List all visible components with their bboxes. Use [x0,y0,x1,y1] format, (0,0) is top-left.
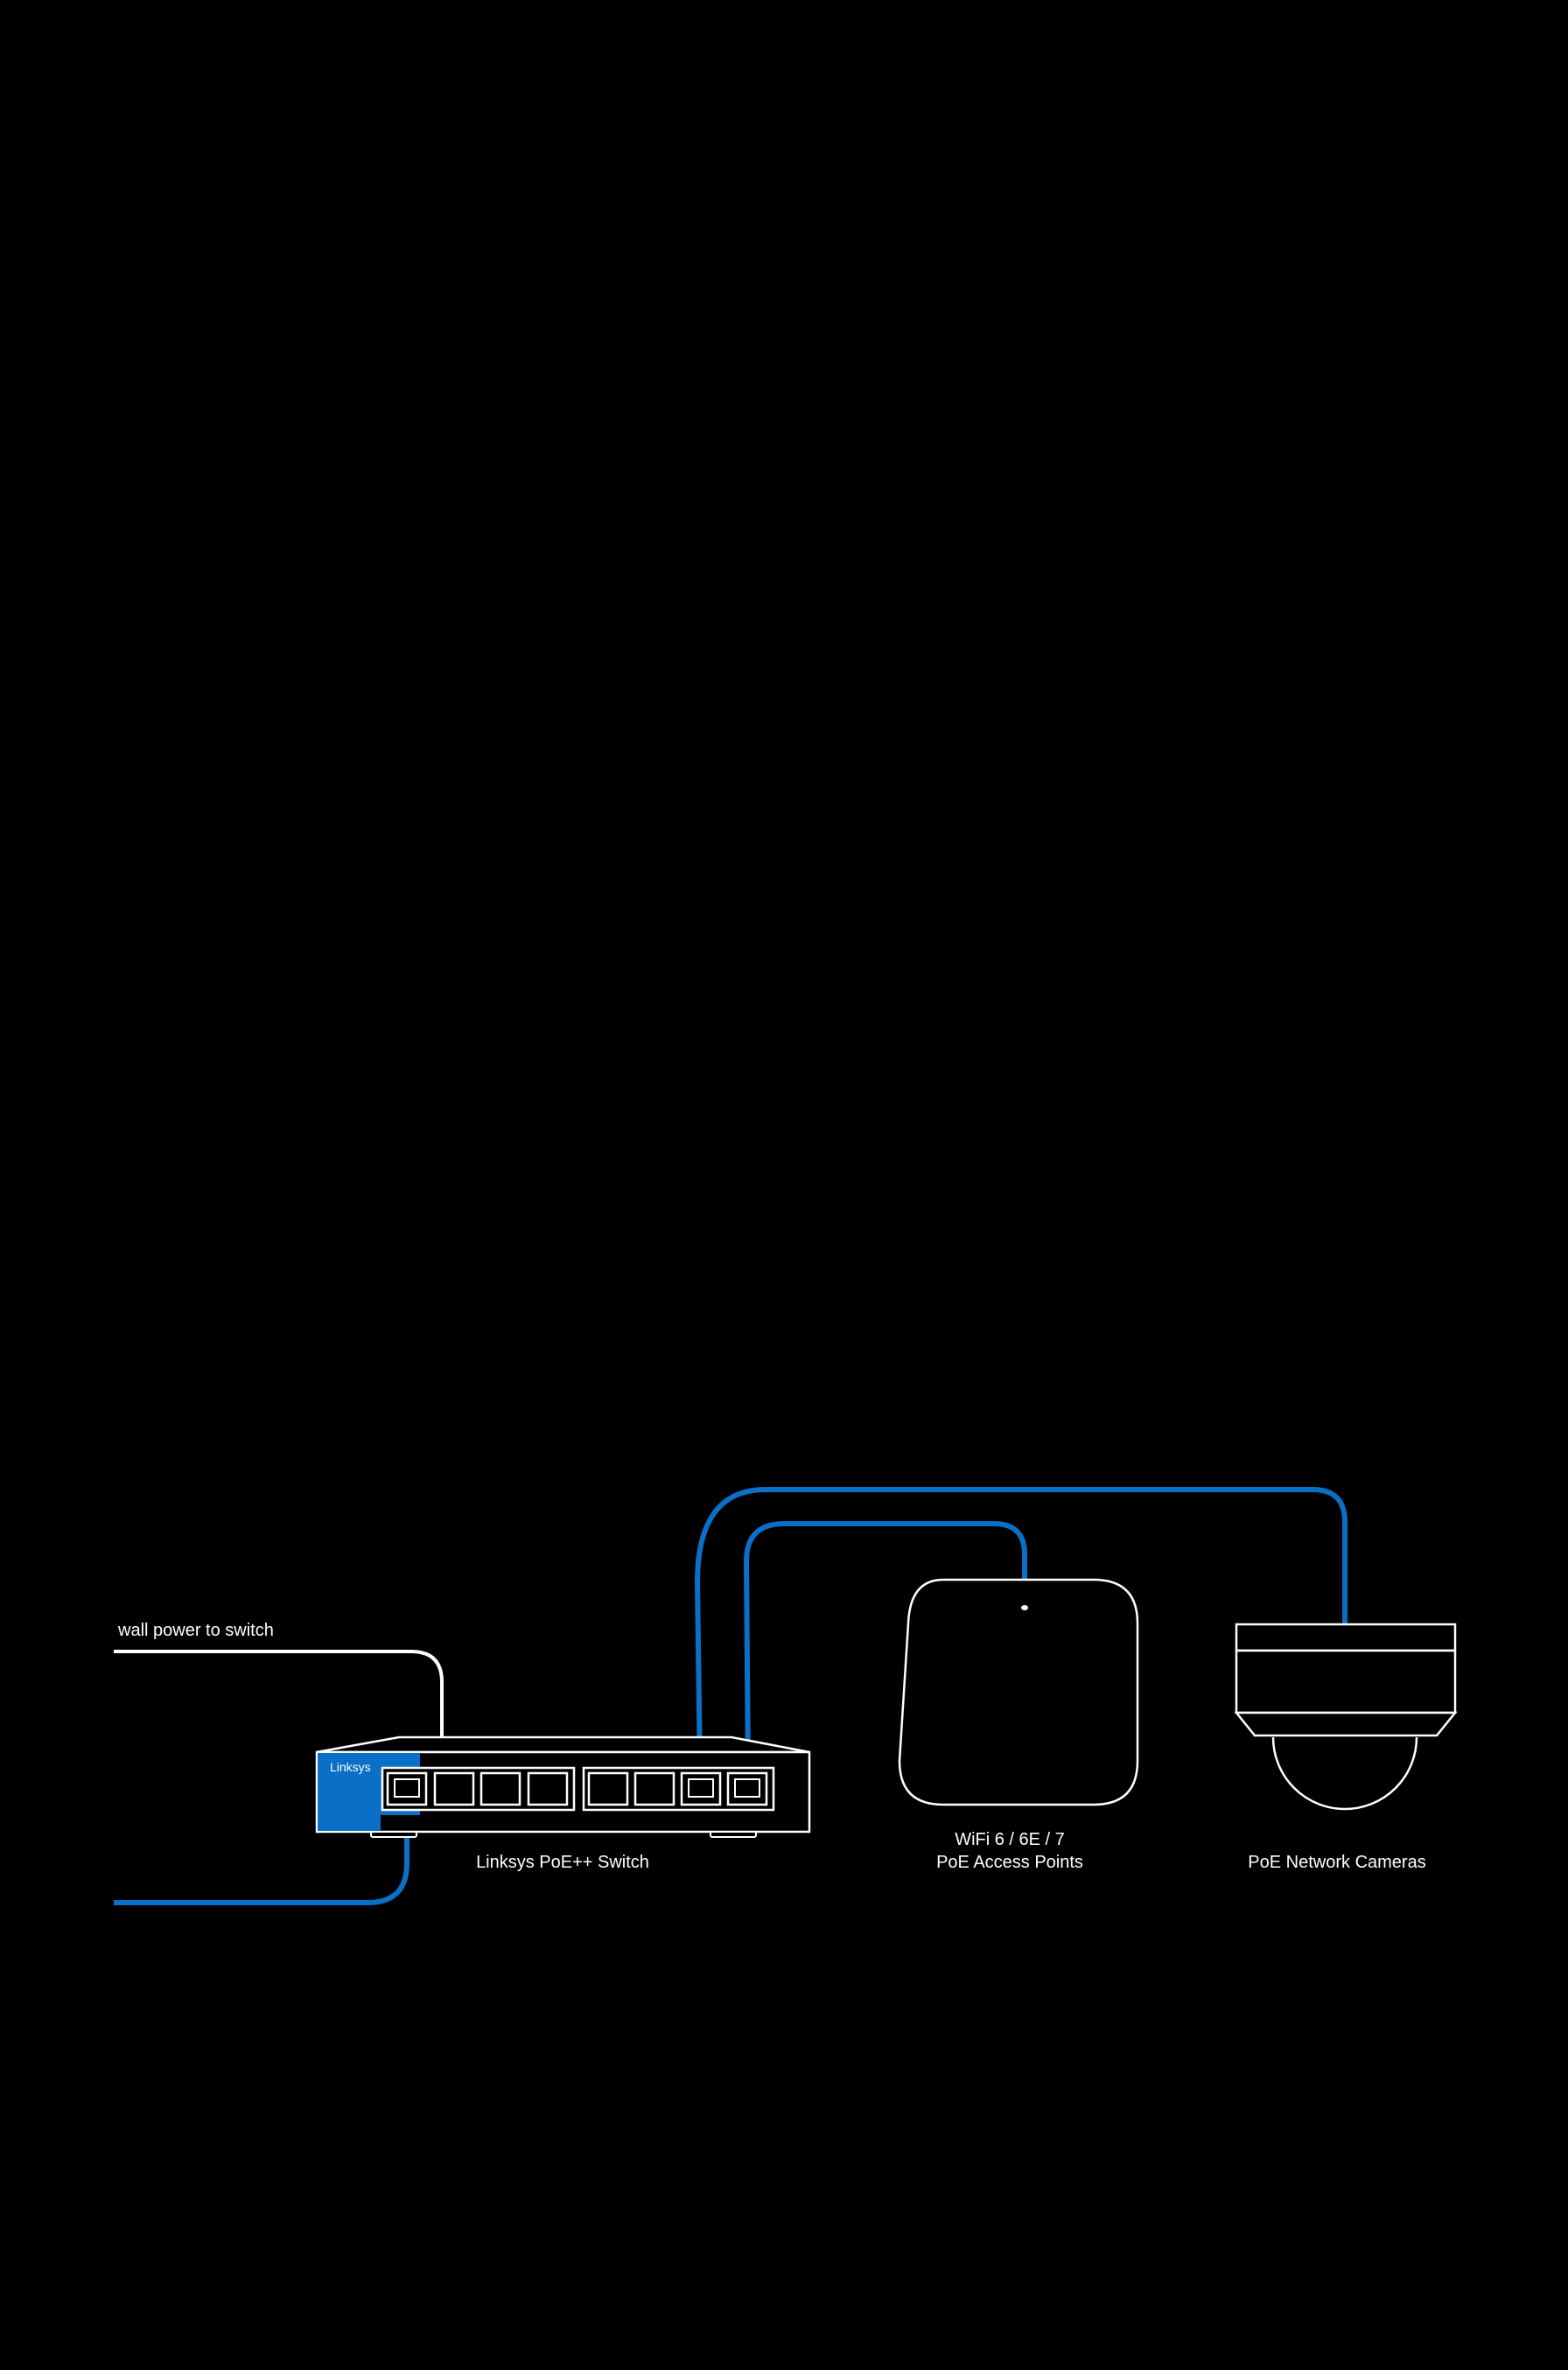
access-point-cable [743,1521,1027,1771]
camera-bezel [1234,1711,1458,1737]
port-jack [688,1778,714,1798]
camera-cable [694,1487,1348,1771]
port-jack [734,1778,760,1798]
switch-top-face [316,1735,810,1754]
port-group-2 [582,1766,775,1812]
camera-mount-plate [1235,1623,1457,1652]
dome-camera-icon [1234,1623,1458,1811]
ethernet-port-icon [527,1771,569,1806]
camera-label: PoE Network Cameras [1248,1853,1426,1872]
uplink-cable [114,1792,410,1905]
access-point-label-line2: PoE Access Points [936,1853,1083,1872]
access-point-body [898,1578,1139,1806]
wall-power-cable [114,1650,444,1737]
access-point-led [1021,1605,1028,1610]
access-point-label-line1: WiFi 6 / 6E / 7 [955,1830,1065,1849]
switch-label: Linksys PoE++ Switch [476,1853,649,1872]
ethernet-port-icon [480,1771,522,1806]
camera-housing [1235,1649,1457,1714]
switch-foot-left [370,1831,417,1838]
poe-switch-icon [315,1735,811,1838]
ethernet-port-icon [587,1771,629,1806]
switch-brand-label: Linksys [330,1760,371,1774]
camera-dome [1271,1736,1418,1811]
wall-power-label: wall power to switch [118,1621,274,1640]
port-jack [394,1778,420,1798]
port-group-1 [381,1766,576,1812]
ethernet-port-icon [634,1771,676,1806]
switch-foot-right [710,1831,757,1838]
access-point-icon [898,1578,1139,1806]
ethernet-port-icon [726,1771,768,1806]
ethernet-port-icon [433,1771,475,1806]
ethernet-port-icon [386,1771,428,1806]
ethernet-port-icon [680,1771,722,1806]
